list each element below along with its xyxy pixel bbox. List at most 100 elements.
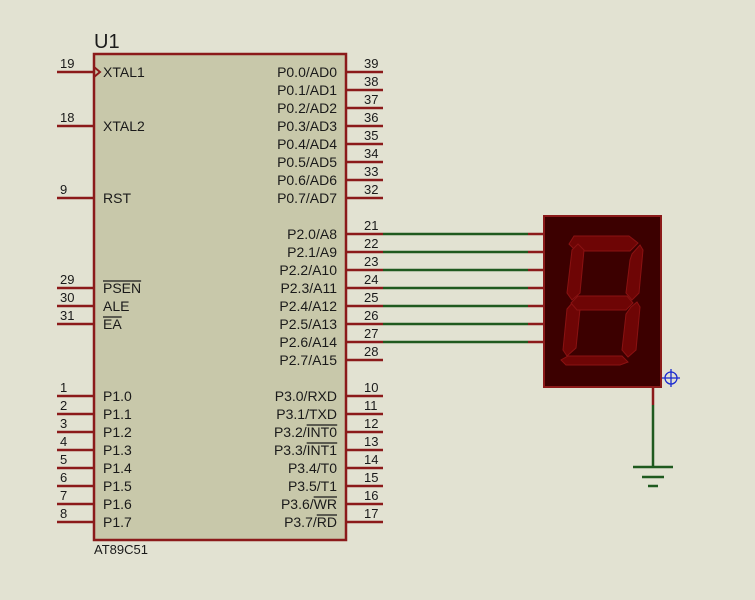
seven-segment-display[interactable] [543, 215, 662, 388]
ground-symbol-icon [633, 465, 673, 488]
pin-name: P0.0/AD0 [277, 64, 337, 80]
pin-name: P2.0/A8 [287, 226, 337, 242]
left-pin[interactable]: 7P1.6 [57, 488, 132, 512]
left-pin[interactable]: 4P1.3 [57, 434, 132, 458]
pin-name: P1.6 [103, 496, 132, 512]
pin-name: P2.4/A12 [279, 298, 337, 314]
left-pin[interactable]: 2P1.1 [57, 398, 132, 422]
pin-number: 29 [60, 272, 74, 287]
pin-number: 36 [364, 110, 378, 125]
pin-number: 17 [364, 506, 378, 521]
pin-name: P0.6/AD6 [277, 172, 337, 188]
left-pin[interactable]: 5P1.4 [57, 452, 132, 476]
pin-name: P3.5/T1 [288, 478, 337, 494]
pin-number: 19 [60, 56, 74, 71]
pin-number: 13 [364, 434, 378, 449]
pin-number: 25 [364, 290, 378, 305]
pin-number: 31 [60, 308, 74, 323]
pin-name: P1.7 [103, 514, 132, 530]
pin-name: P3.2/INT0 [274, 424, 337, 440]
pin-name: XTAL2 [103, 118, 145, 134]
pin-name: RST [103, 190, 131, 206]
pin-name: P3.3/INT1 [274, 442, 337, 458]
left-pin[interactable]: 6P1.5 [57, 470, 132, 494]
pin-number: 30 [60, 290, 74, 305]
pin-number: 6 [60, 470, 67, 485]
pin-name: ALE [103, 298, 129, 314]
chip-body[interactable] [92, 52, 348, 542]
left-pin[interactable]: 3P1.2 [57, 416, 132, 440]
pin-number: 37 [364, 92, 378, 107]
segment-a [568, 235, 639, 252]
chip-part-name: AT89C51 [94, 542, 148, 557]
crosshair-marker-icon[interactable] [662, 369, 680, 387]
pin-name: XTAL1 [103, 64, 145, 80]
left-pins: 19XTAL118XTAL29RST29PSEN30ALE31EA1P1.02P… [57, 56, 145, 530]
segment-f [566, 243, 585, 301]
pin-number: 27 [364, 326, 378, 341]
clock-arrow-icon [93, 66, 102, 78]
pin-name: EA [103, 316, 122, 332]
pin-name: P2.5/A13 [279, 316, 337, 332]
pin-name: P3.1/TXD [276, 406, 337, 422]
pin-name: P1.4 [103, 460, 132, 476]
left-pin[interactable]: 1P1.0 [57, 380, 132, 404]
pin-number: 5 [60, 452, 67, 467]
pin-number: 39 [364, 56, 378, 71]
pin-name: P2.2/A10 [279, 262, 337, 278]
pin-number: 21 [364, 218, 378, 233]
left-pin[interactable]: 8P1.7 [57, 506, 132, 530]
pin-name: P0.5/AD5 [277, 154, 337, 170]
pin-number: 28 [364, 344, 378, 359]
pin-name: P0.4/AD4 [277, 136, 337, 152]
pin-name: P1.1 [103, 406, 132, 422]
segment-d [560, 355, 629, 366]
pin-name: P1.3 [103, 442, 132, 458]
pin-number: 32 [364, 182, 378, 197]
pin-number: 12 [364, 416, 378, 431]
pin-number: 18 [60, 110, 74, 125]
pin-name: P1.5 [103, 478, 132, 494]
pin-number: 7 [60, 488, 67, 503]
pin-number: 3 [60, 416, 67, 431]
pin-name: P0.3/AD3 [277, 118, 337, 134]
pin-name: P3.4/T0 [288, 460, 337, 476]
pin-number: 35 [364, 128, 378, 143]
pin-name: P2.6/A14 [279, 334, 337, 350]
chip-reference: U1 [94, 31, 120, 53]
pin-number: 33 [364, 164, 378, 179]
pin-name: P0.1/AD1 [277, 82, 337, 98]
pin-name: P3.7/RD [284, 514, 337, 530]
